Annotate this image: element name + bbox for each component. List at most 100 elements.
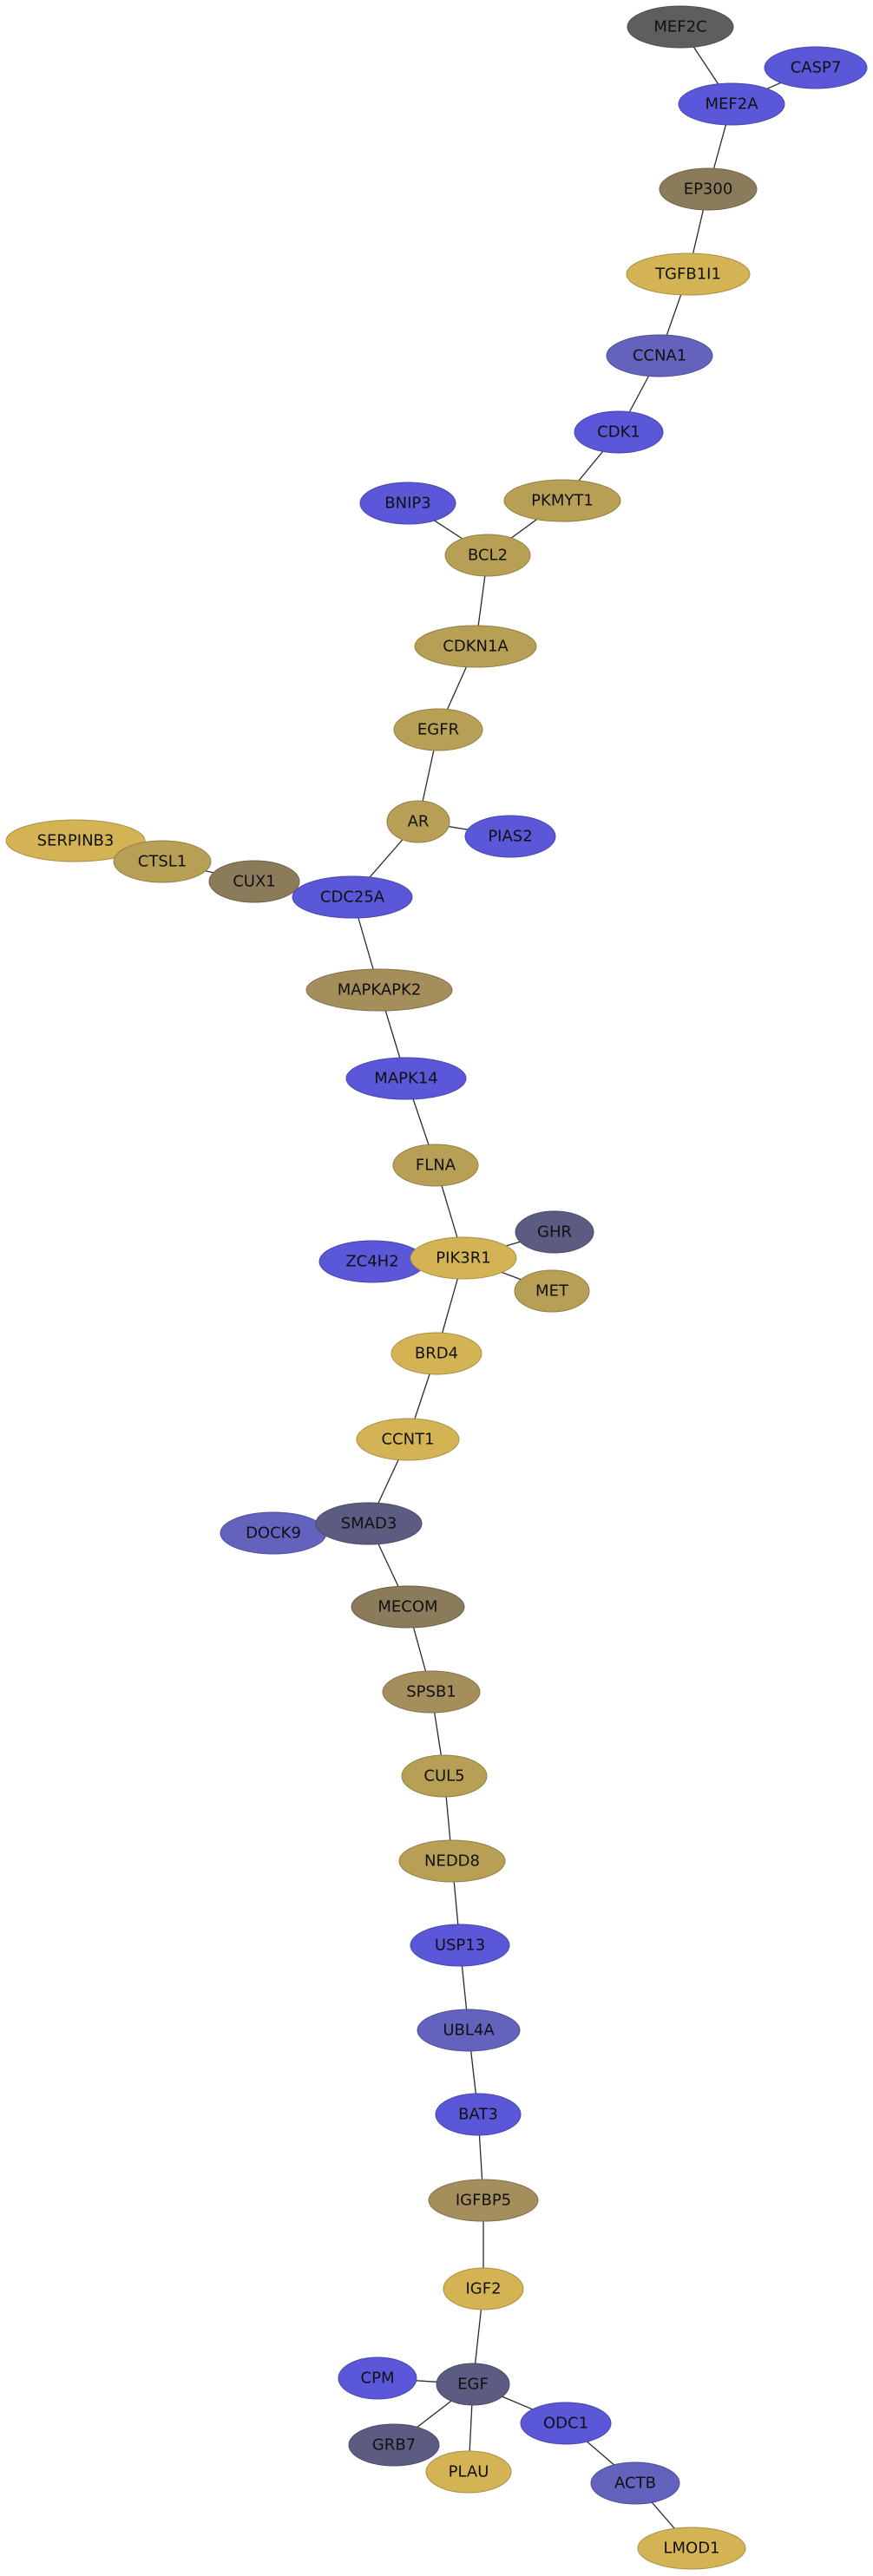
node-label: USP13 — [435, 1937, 485, 1955]
node-grb7[interactable]: GRB7 — [348, 2423, 440, 2467]
node-ghr[interactable]: GHR — [515, 1210, 594, 1254]
node-ellipse — [113, 840, 212, 883]
node-ellipse — [392, 1144, 479, 1187]
node-ellipse — [401, 1754, 488, 1798]
node-egfr[interactable]: EGFR — [393, 708, 483, 751]
node-ellipse — [208, 860, 300, 903]
node-mef2c[interactable]: MEF2C — [627, 5, 734, 49]
node-ellipse — [444, 534, 531, 577]
node-cdkn1a[interactable]: CDKN1A — [414, 625, 537, 668]
node-mapkapk2[interactable]: MAPKAPK2 — [305, 968, 453, 1012]
node-label: PKMYT1 — [531, 492, 594, 510]
node-pias2[interactable]: PIAS2 — [464, 815, 556, 858]
node-label: BAT3 — [458, 2106, 498, 2124]
node-mapk14[interactable]: MAPK14 — [345, 1057, 467, 1100]
node-ellipse — [414, 625, 537, 668]
node-ar[interactable]: AR — [386, 800, 450, 843]
node-bcl2[interactable]: BCL2 — [444, 534, 531, 577]
node-bnip3[interactable]: BNIP3 — [359, 482, 456, 525]
node-ellipse — [410, 1236, 517, 1280]
node-label: ACTB — [614, 2474, 656, 2493]
node-label: CUX1 — [233, 873, 276, 891]
node-lmod1[interactable]: LMOD1 — [637, 2527, 746, 2570]
node-ellipse — [436, 2363, 510, 2406]
node-pik3r1[interactable]: PIK3R1 — [410, 1236, 517, 1280]
node-ellipse — [606, 334, 713, 377]
node-mecom[interactable]: MECOM — [351, 1585, 465, 1629]
node-serpinb3[interactable]: SERPINB3 — [5, 819, 146, 862]
node-cdk1[interactable]: CDK1 — [574, 410, 664, 454]
node-flna[interactable]: FLNA — [392, 1144, 479, 1187]
node-label: CCNT1 — [381, 1431, 434, 1449]
node-label: GRB7 — [372, 2436, 416, 2455]
node-igfbp5[interactable]: IGFBP5 — [428, 2179, 539, 2222]
node-cul5[interactable]: CUL5 — [401, 1754, 488, 1798]
node-ellipse — [348, 2423, 440, 2467]
node-ellipse — [678, 82, 785, 126]
node-label: UBL4A — [443, 2022, 495, 2040]
node-ellipse — [659, 167, 758, 211]
node-smad3[interactable]: SMAD3 — [315, 1502, 423, 1545]
node-label: EGF — [457, 2376, 489, 2394]
node-egf[interactable]: EGF — [436, 2363, 510, 2406]
node-label: BCL2 — [468, 547, 508, 565]
node-cdc25a[interactable]: CDC25A — [292, 875, 413, 919]
node-plau[interactable]: PLAU — [425, 2450, 512, 2494]
node-label: CPM — [361, 2370, 395, 2388]
node-ccnt1[interactable]: CCNT1 — [356, 1418, 460, 1461]
node-actb[interactable]: ACTB — [590, 2461, 680, 2505]
node-ccna1[interactable]: CCNA1 — [606, 334, 713, 377]
node-label: AR — [408, 813, 430, 831]
node-label: MEF2A — [705, 95, 758, 114]
node-ellipse — [764, 46, 868, 89]
node-usp13[interactable]: USP13 — [410, 1924, 510, 1967]
node-ubl4a[interactable]: UBL4A — [417, 2009, 521, 2052]
node-ellipse — [305, 968, 453, 1012]
node-label: CUL5 — [423, 1767, 464, 1786]
node-ellipse — [443, 2267, 524, 2311]
node-label: MEF2C — [653, 18, 706, 36]
node-casp7[interactable]: CASP7 — [764, 46, 868, 89]
node-ctsl1[interactable]: CTSL1 — [113, 840, 212, 883]
node-ellipse — [410, 1924, 510, 1967]
node-label: BNIP3 — [384, 495, 430, 513]
node-mef2a[interactable]: MEF2A — [678, 82, 785, 126]
node-label: ODC1 — [543, 2415, 588, 2433]
node-dock9[interactable]: DOCK9 — [220, 1511, 327, 1555]
node-label: PIK3R1 — [436, 1249, 490, 1268]
node-cux1[interactable]: CUX1 — [208, 860, 300, 903]
node-label: MAPK14 — [374, 1070, 437, 1088]
node-odc1[interactable]: ODC1 — [520, 2402, 612, 2445]
node-label: CTSL1 — [138, 853, 187, 871]
edge-layer — [75, 26, 817, 2549]
node-label: EGFR — [417, 721, 459, 739]
node-ellipse — [520, 2402, 612, 2445]
node-brd4[interactable]: BRD4 — [391, 1332, 482, 1375]
node-ellipse — [425, 2450, 512, 2494]
node-bat3[interactable]: BAT3 — [435, 2093, 522, 2136]
node-igf2[interactable]: IGF2 — [443, 2267, 524, 2311]
node-ep300[interactable]: EP300 — [659, 167, 758, 211]
node-label: MAPKAPK2 — [338, 981, 422, 1000]
node-cpm[interactable]: CPM — [338, 2356, 417, 2400]
node-tgfb1i1[interactable]: TGFB1I1 — [626, 252, 751, 296]
node-label: PIAS2 — [488, 828, 532, 846]
node-label: CDKN1A — [443, 638, 509, 656]
node-label: CCNA1 — [633, 347, 686, 365]
node-ellipse — [417, 2009, 521, 2052]
node-spsb1[interactable]: SPSB1 — [382, 1670, 481, 1714]
node-ellipse — [391, 1332, 482, 1375]
node-label: NEDD8 — [424, 1852, 480, 1871]
node-label: IGF2 — [465, 2280, 501, 2298]
node-ellipse — [351, 1585, 465, 1629]
node-ellipse — [386, 800, 450, 843]
node-zc4h2[interactable]: ZC4H2 — [318, 1240, 426, 1283]
node-label: BRD4 — [415, 1345, 458, 1363]
node-nedd8[interactable]: NEDD8 — [398, 1839, 506, 1883]
node-met[interactable]: MET — [514, 1269, 590, 1313]
node-ellipse — [292, 875, 413, 919]
node-label: PLAU — [449, 2463, 489, 2481]
node-label: GHR — [537, 1223, 572, 1242]
node-pkmyt1[interactable]: PKMYT1 — [503, 479, 621, 522]
